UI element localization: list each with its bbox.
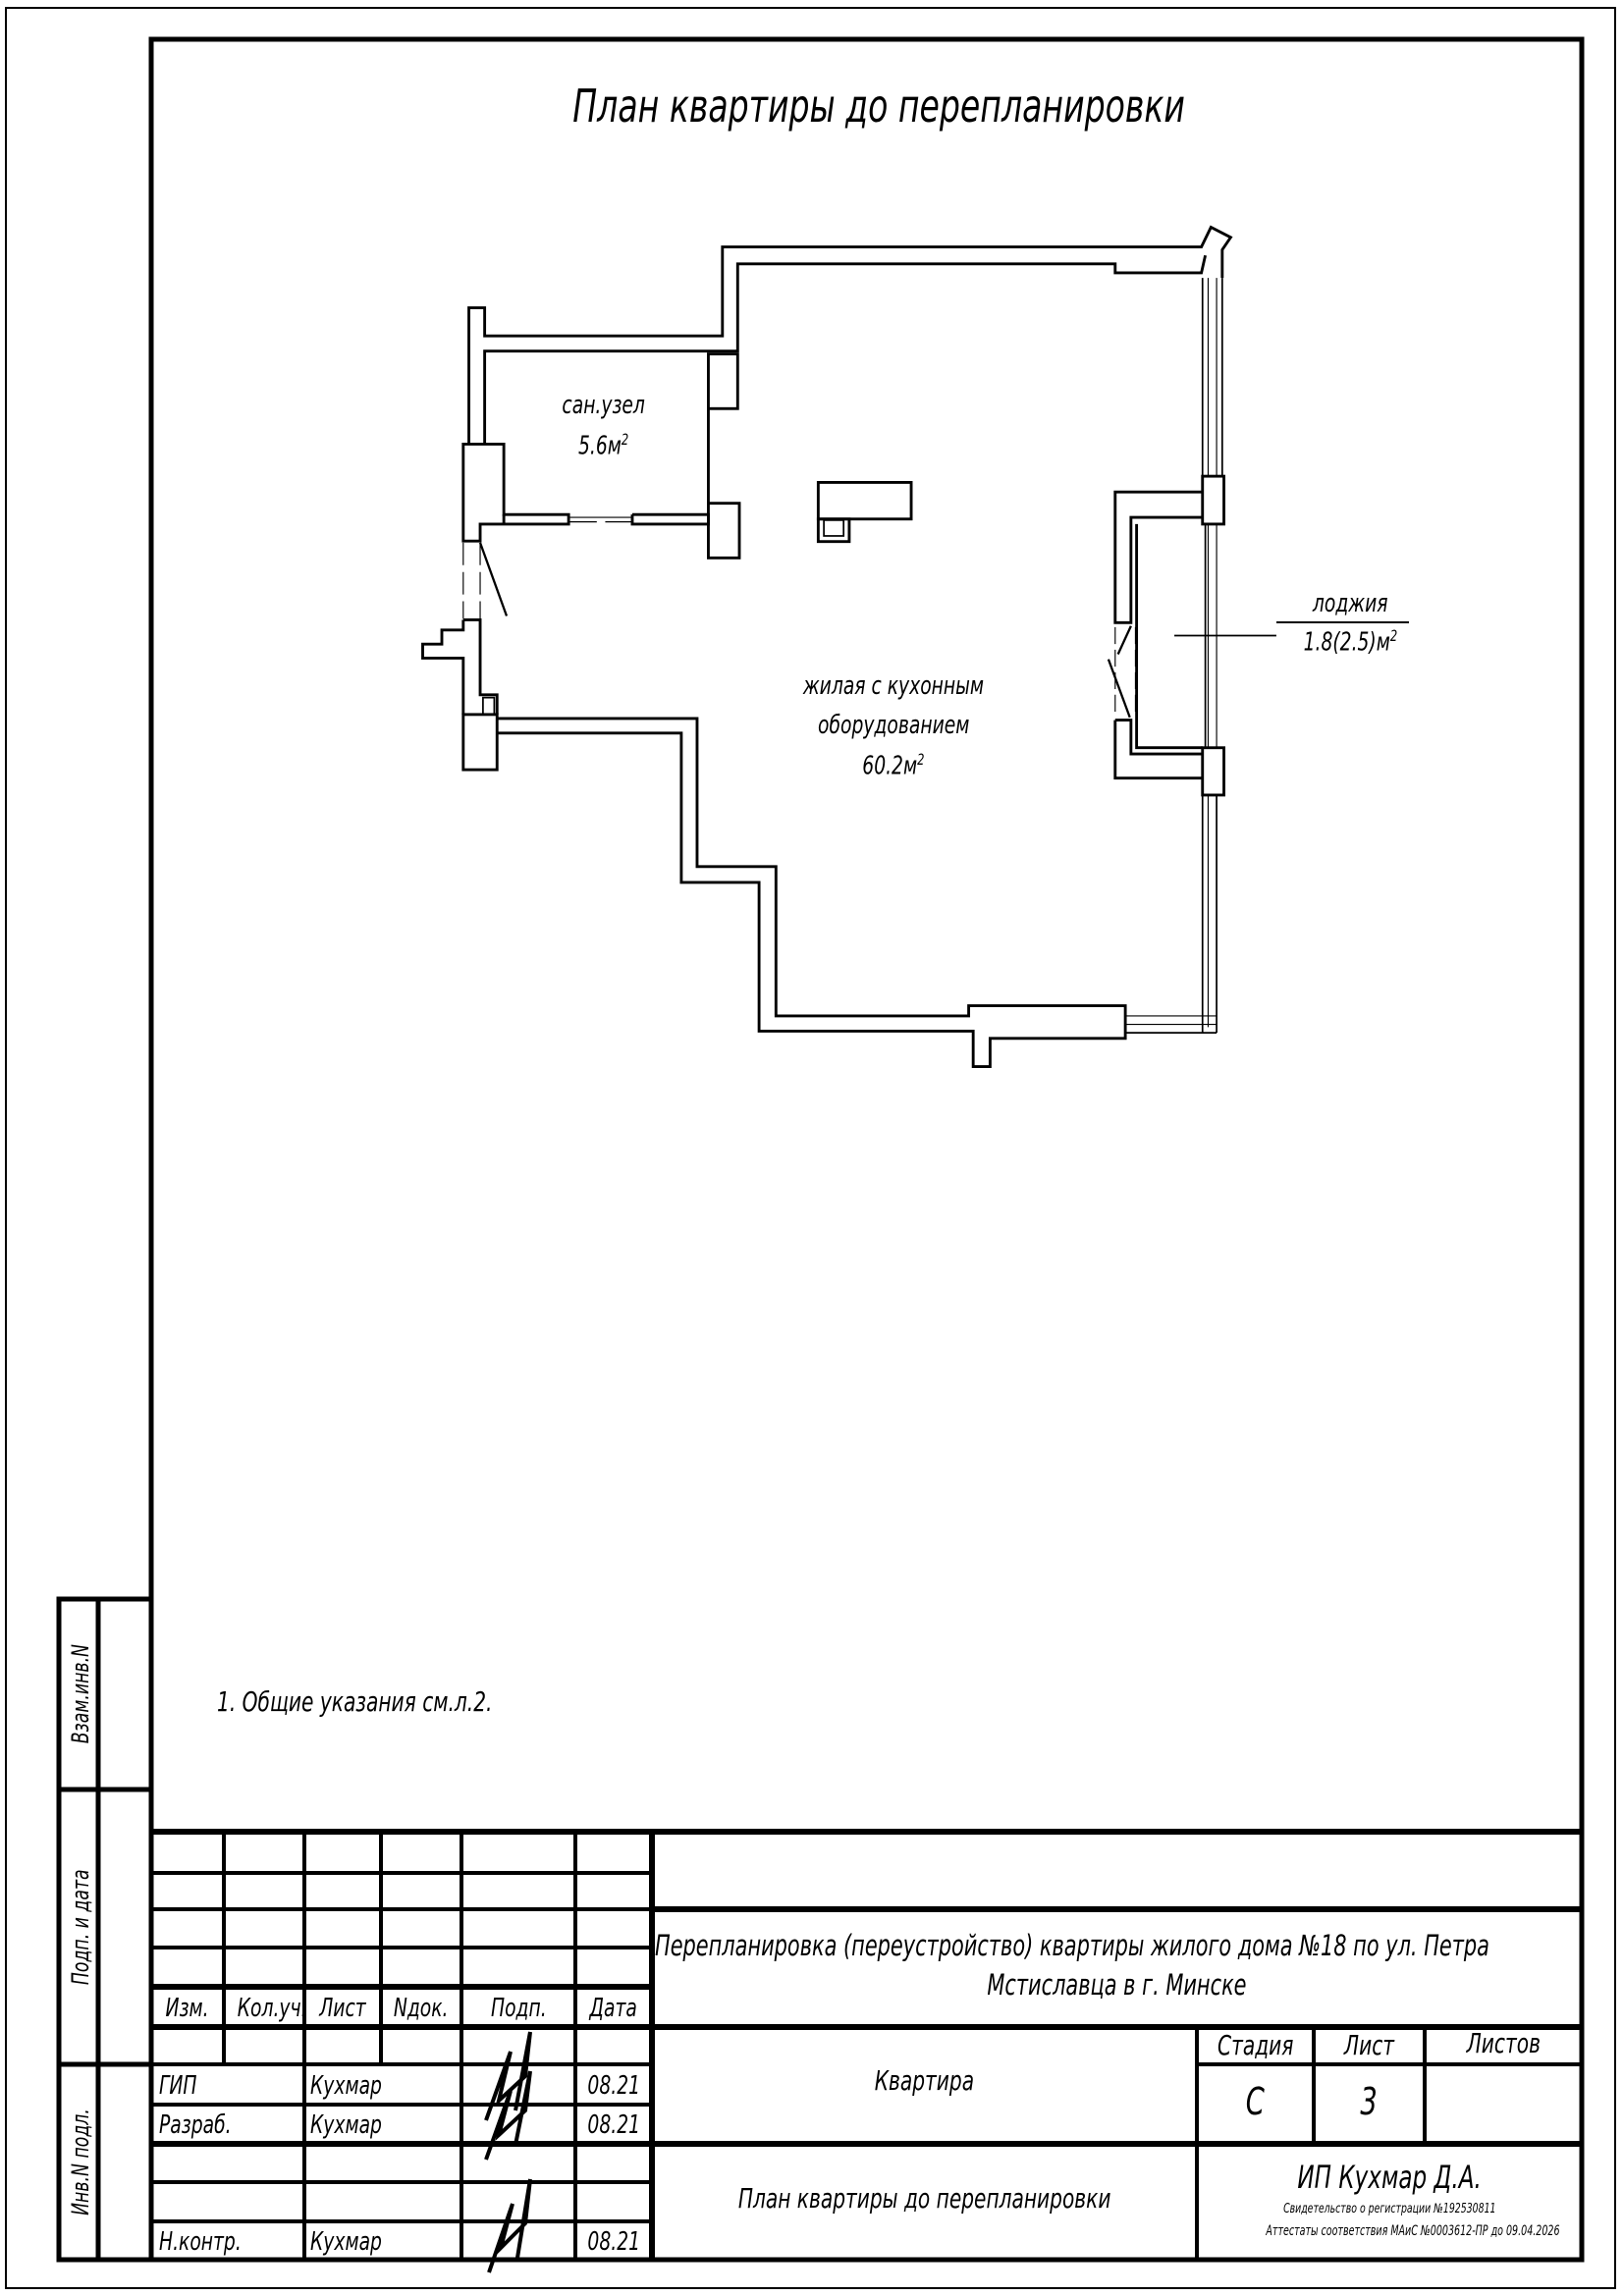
room-area-living: 60.2м2 — [862, 750, 925, 781]
side-stamp-replace-inv: Взам.инв.N — [67, 1644, 94, 1744]
header-doc-no: Nдок. — [394, 1994, 449, 2023]
header-change: Изм. — [165, 1994, 210, 2023]
signature — [484, 2031, 532, 2273]
sheet-title: План квартиры до перепланировки — [737, 2182, 1111, 2215]
signer-date: 08.21 — [587, 2071, 640, 2101]
room-label-living: жилая с кухонным — [802, 671, 985, 701]
project-title-line1: Перепланировка (переустройство) квартиры… — [655, 1929, 1489, 1962]
registration-info: Свидетельство о регистрации №192530811 — [1282, 2202, 1496, 2216]
sheets-value — [1425, 2083, 1582, 2120]
signer-name: Кухмар — [310, 2110, 382, 2140]
certificate-info: Аттестаты соответствия МАиС №0003612-ПР … — [1266, 2223, 1560, 2239]
drawing-title: План квартиры до перепланировки — [572, 80, 1185, 133]
signer-date: 08.21 — [587, 2227, 640, 2257]
room-label-loggia: лоджия — [1312, 589, 1388, 618]
title-block-grid — [151, 1829, 1582, 2260]
header-date: Дата — [589, 1994, 638, 2023]
floor-plan — [421, 225, 1276, 1068]
general-note: 1. Общие указания см.л.2. — [217, 1685, 493, 1718]
side-stamp-grid — [56, 1596, 154, 2263]
header-count: Кол.уч. — [237, 1994, 307, 2023]
side-stamp-sign-date: Подп. и дата — [67, 1869, 94, 1985]
stage-label: Стадия — [1217, 2029, 1294, 2061]
stage-value: С — [1245, 2080, 1266, 2123]
exterior-wall — [467, 225, 1233, 445]
project-title-line2: Мстиславца в г. Минске — [987, 1968, 1247, 2002]
sheets-label: Листов — [1466, 2027, 1541, 2059]
room-area-bathroom: 5.6м2 — [578, 430, 629, 461]
exterior-wall — [497, 717, 1127, 1068]
room-label-bathroom: сан.узел — [562, 391, 646, 420]
kitchen-unit — [816, 481, 913, 521]
signer-role: Разраб. — [159, 2110, 232, 2140]
signer-date: 08.21 — [587, 2110, 640, 2140]
sheet-label: Лист — [1343, 2029, 1395, 2061]
object-name: Квартира — [874, 2064, 975, 2097]
header-sheet: Лист — [319, 1994, 366, 2023]
sheet-value: 3 — [1360, 2080, 1379, 2123]
room-label-living-2: оборудованием — [817, 711, 970, 740]
company-name: ИП Кухмар Д.А. — [1297, 2159, 1482, 2196]
room-area-loggia: 1.8(2.5)м2 — [1303, 626, 1397, 658]
signer-name: Кухмар — [310, 2227, 382, 2257]
interior-wall — [483, 254, 1208, 445]
signer-name: Кухмар — [310, 2071, 382, 2101]
signer-role: Н.контр. — [159, 2227, 242, 2257]
header-signature: Подп. — [490, 1994, 547, 2023]
signer-role: ГИП — [159, 2071, 197, 2101]
side-stamp-orig-inv: Инв.N подл. — [67, 2109, 94, 2216]
